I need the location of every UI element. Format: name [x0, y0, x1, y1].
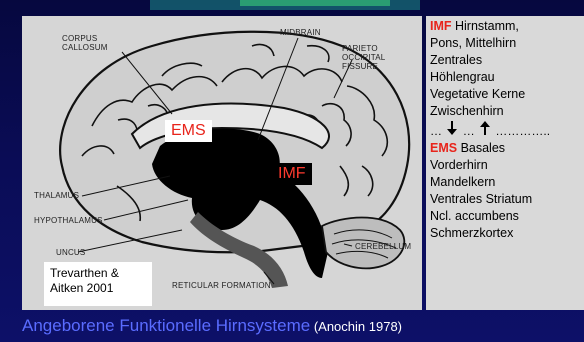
imf-line: Vegetative Kerne — [430, 87, 580, 102]
top-decoration — [0, 0, 584, 14]
label-corpus-callosum: CORPUS CALLOSUM — [62, 34, 132, 52]
ems-heading-label: EMS — [430, 141, 457, 155]
imf-line: Zwischenhirn — [430, 104, 580, 119]
label-thalamus: THALAMUS — [34, 191, 79, 200]
ems-line: Ncl. accumbens — [430, 209, 580, 224]
system-list-panel: IMF Hirnstamm, Pons, Mittelhirn Zentrale… — [426, 16, 584, 310]
label-reticular-formation: RETICULAR FORMATION — [172, 281, 271, 290]
label-parieto-occipital-fissure: PARIETO OCCIPITAL FISSURE — [342, 44, 412, 71]
citation-line-1: Trevarthen & — [50, 266, 146, 281]
imf-heading: IMF Hirnstamm, — [430, 19, 580, 34]
arrow-down-icon — [447, 121, 457, 135]
top-decoration-accent — [240, 0, 390, 6]
ems-line: Mandelkern — [430, 175, 580, 190]
arrow-up-icon — [480, 121, 490, 135]
imf-line: Höhlengrau — [430, 70, 580, 85]
separator-dots: ………….. — [495, 124, 550, 138]
citation-line-2: Aitken 2001 — [50, 281, 146, 296]
caption-citation: (Anochin 1978) — [310, 319, 402, 334]
brain-diagram-panel: CORPUS CALLOSUM MIDBRAIN PARIETO OCCIPIT… — [22, 16, 422, 310]
slide-caption: Angeborene Funktionelle Hirnsysteme (Ano… — [22, 316, 582, 337]
imf-line: Zentrales — [430, 53, 580, 68]
imf-line: Pons, Mittelhirn — [430, 36, 580, 51]
label-uncus: UNCUS — [56, 248, 85, 257]
ems-heading: EMS Basales — [430, 141, 580, 156]
caption-title: Angeborene Funktionelle Hirnsysteme — [22, 316, 310, 335]
ems-line: Schmerzkortex — [430, 226, 580, 241]
imf-heading-label: IMF — [430, 19, 452, 33]
ems-heading-text: Basales — [457, 141, 505, 155]
separator-with-arrows: … … ………….. — [430, 121, 580, 139]
label-cerebellum: CEREBELLUM — [355, 242, 411, 251]
label-hypothalamus: HYPOTHALAMUS — [34, 216, 103, 225]
label-midbrain: MIDBRAIN — [280, 28, 321, 37]
ems-line: Vorderhirn — [430, 158, 580, 173]
ems-line: Ventrales Striatum — [430, 192, 580, 207]
diagram-citation: Trevarthen & Aitken 2001 — [44, 262, 152, 306]
separator-dots: … — [430, 124, 442, 138]
separator-dots: … — [463, 124, 475, 138]
imf-tag: IMF — [272, 163, 312, 185]
imf-heading-text: Hirnstamm, — [452, 19, 519, 33]
ems-tag: EMS — [165, 120, 212, 142]
